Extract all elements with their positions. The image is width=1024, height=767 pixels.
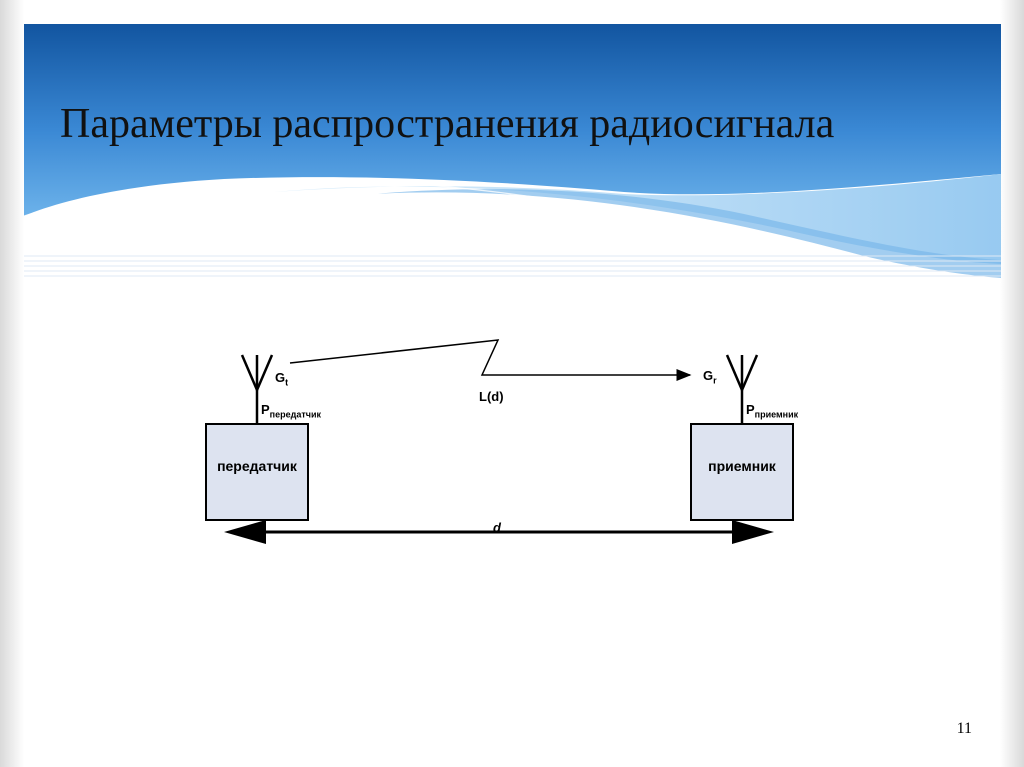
transmitter-label: передатчик	[217, 458, 297, 474]
transmitter-box: передатчик	[205, 423, 309, 521]
path-loss-label: L(d)	[479, 389, 504, 404]
slide-title: Параметры распространения радиосигнала	[60, 101, 835, 147]
diagram-lines	[224, 339, 774, 544]
transmitter-power-label: Pпередатчик	[261, 402, 322, 420]
radio-link-diagram: передатчик приемник Gt Pпередатчик Gr Pп…	[195, 325, 815, 555]
signal-path-arrow	[289, 339, 692, 381]
slide-shadow-left	[0, 0, 24, 767]
page-number: 11	[956, 720, 972, 737]
header-wave-banner	[24, 24, 1001, 283]
slide-shadow-right	[1000, 0, 1024, 767]
distance-label: d	[493, 520, 501, 535]
receiver-label: приемник	[708, 458, 776, 474]
receiver-box: приемник	[690, 423, 794, 521]
receiver-antenna-icon	[725, 354, 759, 423]
receiver-gain-label: Gr	[703, 368, 717, 386]
transmitter-gain-label: Gt	[275, 370, 289, 388]
receiver-power-label: Pприемник	[746, 402, 799, 420]
transmitter-antenna-icon	[240, 354, 274, 423]
